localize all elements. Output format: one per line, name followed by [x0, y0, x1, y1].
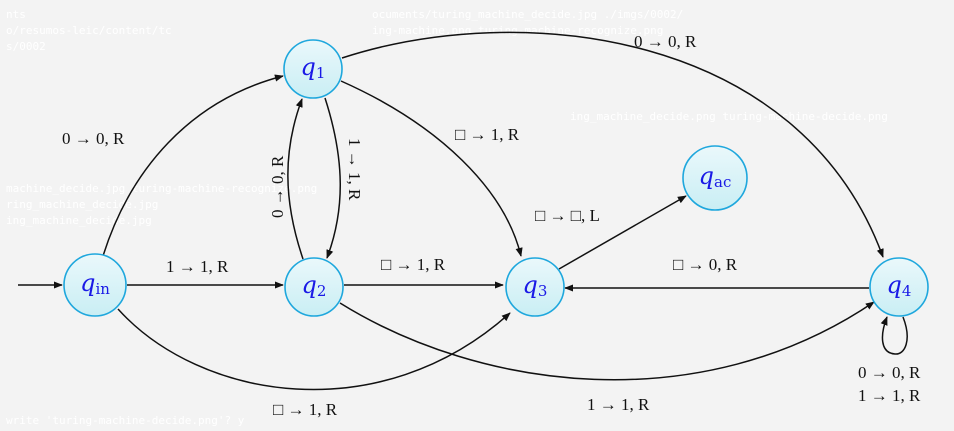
label-q3-qac: □ → □, L	[535, 206, 600, 225]
edges	[18, 31, 908, 391]
label-q1-q4: 0 → 0, R	[634, 32, 697, 51]
edge-q2-to-q4	[339, 301, 875, 381]
state-qin[interactable]: qin	[63, 253, 127, 317]
state-qac[interactable]: qac	[682, 145, 748, 211]
state-label: q2	[302, 271, 327, 300]
state-label: q1	[301, 53, 326, 82]
state-q1[interactable]: q1	[283, 39, 343, 99]
state-label: q3	[523, 271, 548, 300]
state-circle	[283, 39, 343, 99]
label-q1-q3: □ → 1, R	[455, 125, 520, 144]
label-qin-q2: 1 → 1, R	[166, 257, 229, 276]
label-q2-q4: 1 → 1, R	[587, 395, 650, 414]
edge-q1-to-q4	[341, 31, 884, 258]
edge-q1-to-q3	[340, 80, 523, 257]
label-q4-self-2: 1 → 1, R	[858, 386, 921, 405]
label-qin-q3: □ → 1, R	[273, 400, 338, 419]
edge-labels: 0 → 0, R 1 → 1, R □ → 1, R 1 → 1, R 0 → …	[62, 32, 921, 419]
label-q1-q2: 1 → 1, R	[345, 138, 364, 201]
state-circle	[682, 145, 748, 211]
state-q3[interactable]: q3	[505, 257, 565, 317]
state-label: qac	[699, 162, 732, 191]
state-label: qin	[80, 269, 110, 298]
label-qin-q1: 0 → 0, R	[62, 129, 125, 148]
edge-q3-to-qac	[558, 195, 687, 270]
state-label: q4	[887, 271, 912, 300]
state-q2[interactable]: q2	[284, 257, 344, 317]
state-circle	[63, 253, 127, 317]
state-circle	[869, 257, 929, 317]
label-q4-self-1: 0 → 0, R	[858, 363, 921, 382]
state-circle	[505, 257, 565, 317]
edge-qin-to-q1	[102, 74, 284, 257]
label-q4-q3: □ → 0, R	[673, 255, 738, 274]
label-q2-q3: □ → 1, R	[381, 255, 446, 274]
state-q4[interactable]: q4	[869, 257, 929, 317]
edge-q1-to-q2	[324, 97, 341, 259]
label-q2-q1: 0 → 0, R	[268, 155, 287, 218]
edge-qin-to-q3	[117, 308, 511, 391]
edge-q4-self-loop	[880, 316, 908, 355]
edge-q2-to-q1	[287, 98, 304, 260]
state-circle	[284, 257, 344, 317]
